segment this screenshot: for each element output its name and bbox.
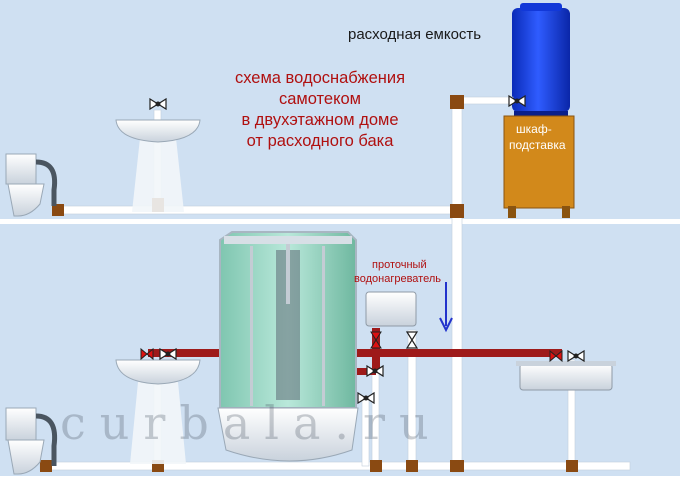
valves [140,94,585,405]
valve-icon [508,94,526,108]
title-line: от расходного бака [246,132,394,150]
cabinet-label-line2: подставка [509,138,566,152]
heater-label-line1: проточный [372,259,427,271]
water-heater [365,291,417,327]
cabinet-label-line1: шкаф- [516,122,552,136]
hot-water-pipes [148,328,562,375]
valve-icon [140,347,154,361]
valve-icon [549,349,563,363]
valve-icon [159,347,177,361]
lower-toilet [5,407,58,475]
lower-washbasin [115,359,201,464]
diagram-title: схема водоснабжения самотеком в двухэтаж… [200,68,440,152]
lower-floor-slab [0,476,680,481]
heater-label-line2: водонагреватель [354,273,441,285]
title-line: в двухэтажном доме [241,111,399,129]
upper-toilet [5,153,58,217]
valve-icon [370,331,382,349]
valve-icon [567,349,585,363]
flow-arrow-icon [439,282,453,333]
upper-floor-slab [0,219,680,224]
supply-tank [512,3,570,119]
title-line: схема водоснабжения [234,69,406,87]
cabinet-stand [503,115,575,218]
valve-icon [405,331,419,349]
valve-icon [366,364,384,378]
title-line: самотеком [278,90,362,108]
upper-washbasin [115,119,201,212]
watermark: curbala.ru [60,396,443,450]
valve-icon [357,391,375,405]
kitchen-sink [516,361,616,391]
valve-icon [149,97,167,111]
tank-label: расходная емкость [348,26,482,43]
shower-cabin [217,231,359,462]
